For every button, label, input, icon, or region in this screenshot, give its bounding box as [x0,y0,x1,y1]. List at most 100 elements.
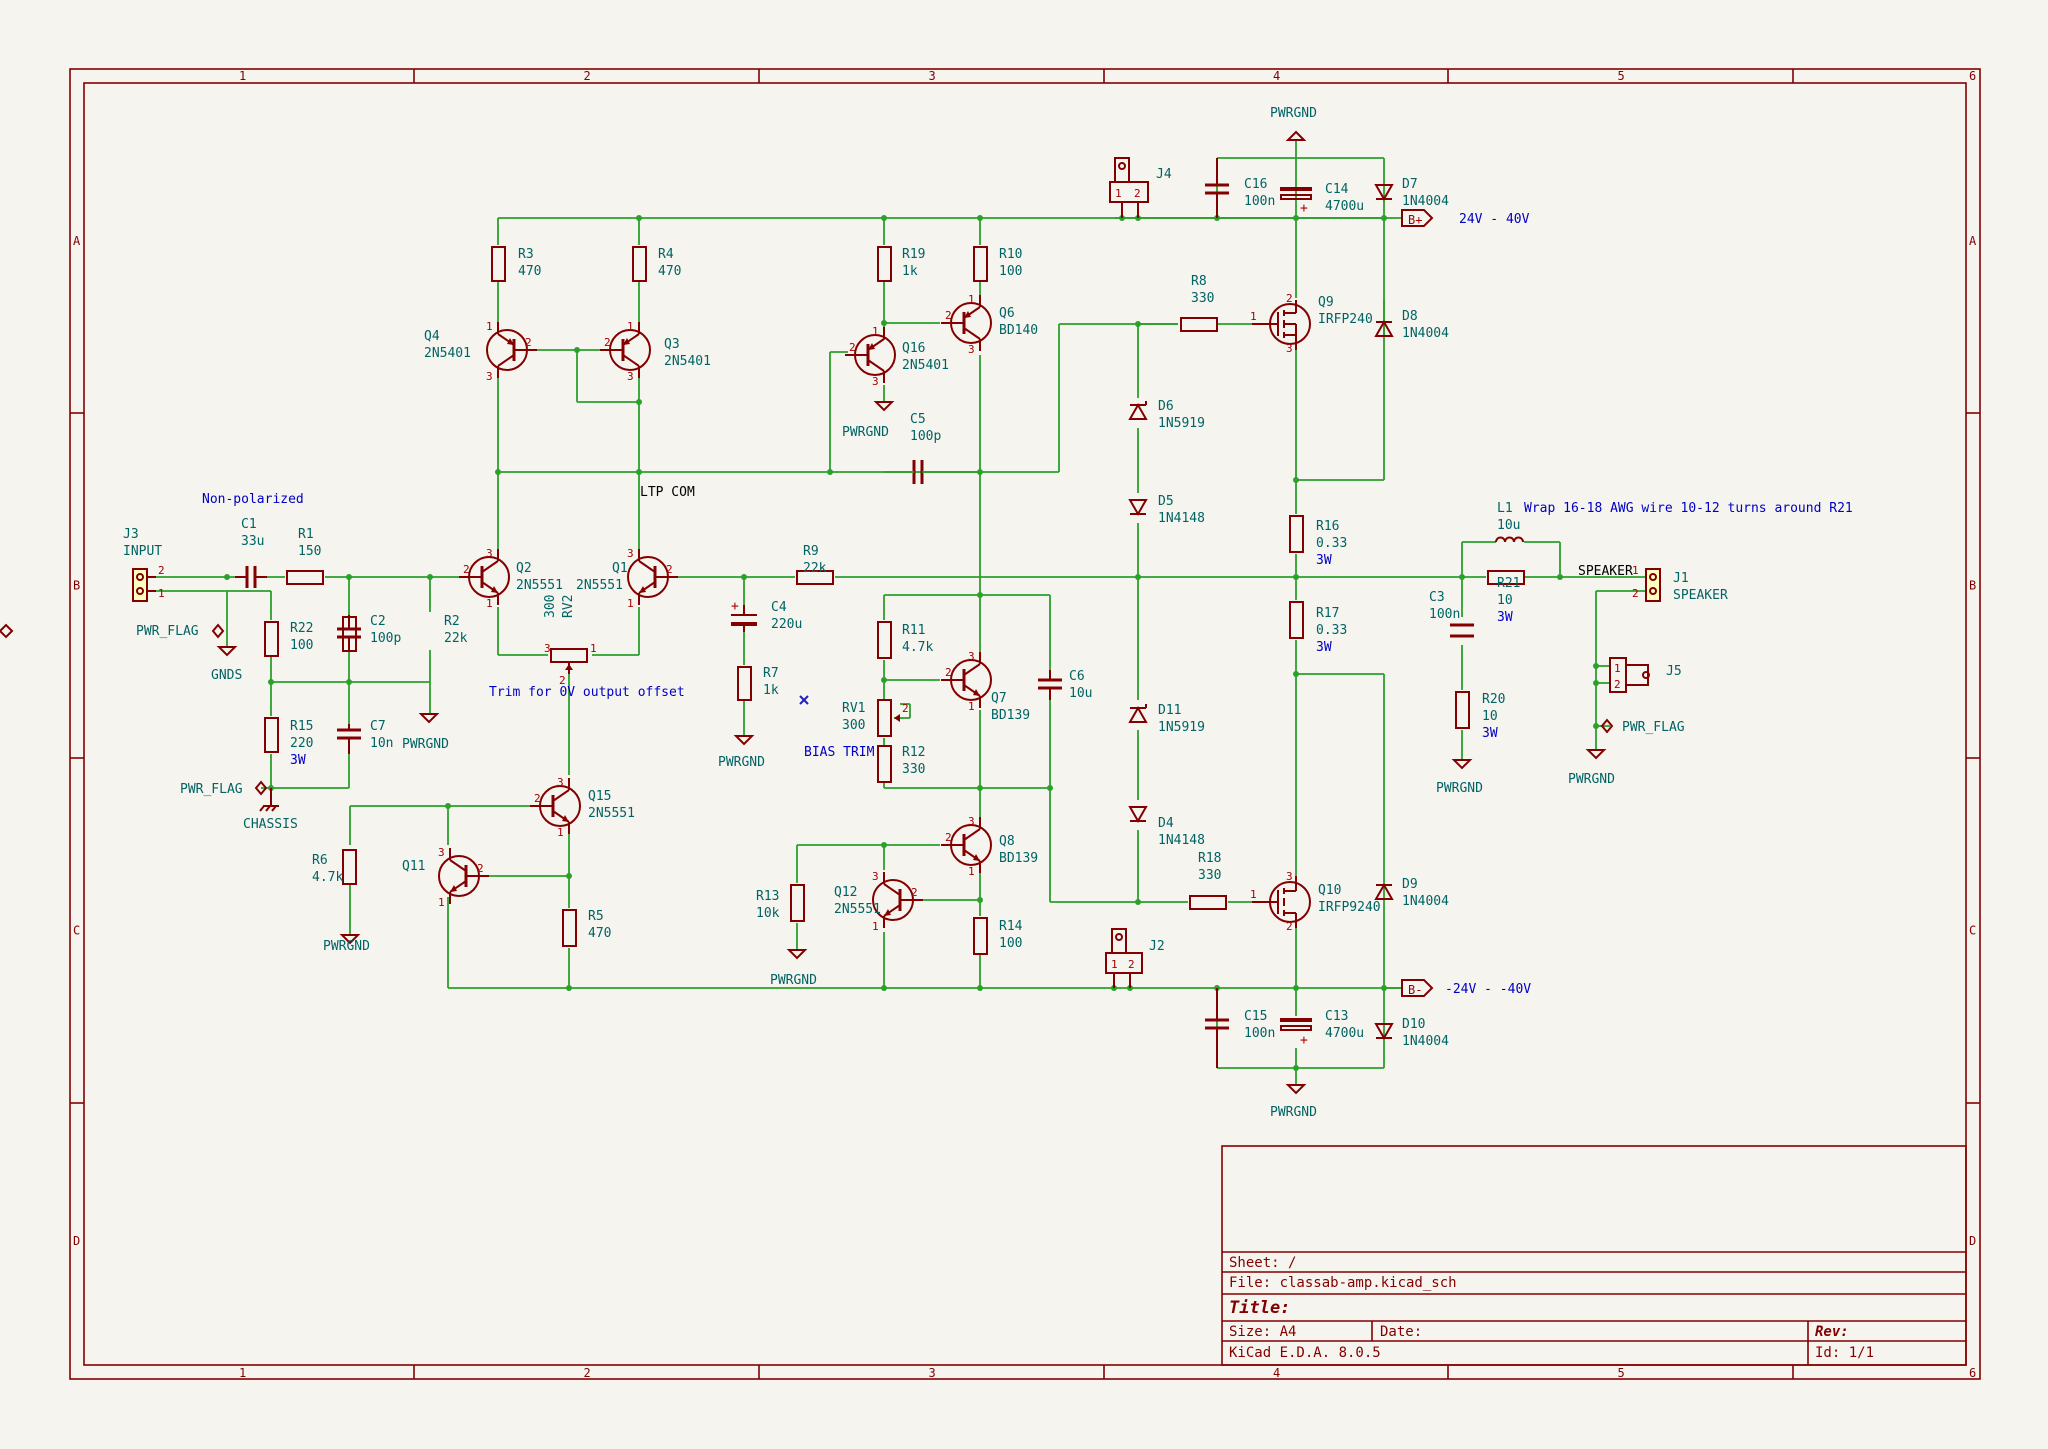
ref-C7: C7 [370,719,386,734]
transistor-Q3[interactable]: 213 [600,320,651,383]
value-D11: 1N5919 [1158,720,1205,735]
svg-text:1: 1 [627,320,634,333]
capacitor-C5[interactable] [884,460,980,484]
inductor-L1[interactable] [1495,536,1524,543]
svg-text:3: 3 [968,343,975,356]
potentiometer-RV1[interactable]: 2 [877,699,909,737]
capacitor-C6[interactable] [1038,670,1062,700]
ref-D7: D7 [1402,177,1418,192]
ref-D8: D8 [1402,309,1418,324]
resistor-R6[interactable] [342,849,357,885]
power-R21: 3W [1497,610,1513,625]
capacitor-C4[interactable]: + [731,599,757,632]
svg-text:1: 1 [968,700,975,713]
ref-R3: R3 [518,247,534,262]
capacitor-C1[interactable] [235,566,267,588]
resistor-R19[interactable] [877,246,892,282]
ref-R1: R1 [298,527,314,542]
diode-D8[interactable] [1374,319,1394,337]
resistor-R20[interactable] [1455,691,1470,729]
capacitor-C16[interactable] [1205,158,1229,218]
value-R16: 0.33 [1316,536,1347,551]
tb-file: File: classab-amp.kicad_sch [1229,1275,1457,1291]
zone-col-top: 2 [584,69,591,83]
transistor-Q16[interactable]: 213 [845,325,896,388]
resistor-R16[interactable] [1289,515,1304,553]
resistor-R4[interactable] [632,246,647,282]
value-L1: 10u [1497,518,1520,533]
diode-D7[interactable] [1374,184,1394,202]
resistor-R3[interactable] [491,246,506,282]
ref-Q6: Q6 [999,306,1015,321]
capacitor-C15[interactable] [1205,988,1229,1068]
resistor-R13[interactable] [790,884,805,922]
connector-J3[interactable]: 21 [132,564,165,602]
ref-R16: R16 [1316,519,1339,534]
resistor-R17[interactable] [1289,601,1304,639]
transistor-Q8[interactable]: 231 [941,815,992,878]
transistor-Q1[interactable]: 231 [627,547,678,610]
diode-D10[interactable] [1374,1023,1394,1041]
resistor-R7[interactable] [737,666,752,701]
ref-D9: D9 [1402,877,1418,892]
capacitor-C3[interactable] [1450,623,1474,638]
resistor-R14[interactable] [973,917,988,955]
diode-D4[interactable] [1128,806,1148,824]
zone-row-right: C [1969,924,1976,938]
transistor-Q7[interactable]: 231 [941,650,992,713]
transistor-Q6[interactable]: 213 [941,293,992,356]
resistor-R9[interactable] [796,570,834,585]
ref-R15: R15 [290,719,313,734]
junctions [224,215,1599,1071]
transistor-Q11[interactable]: 231 [438,846,489,909]
resistor-R21[interactable] [1487,570,1525,585]
resistor-R12[interactable] [877,745,892,783]
resistor-R15[interactable] [264,717,279,753]
capacitor-C2[interactable] [337,615,361,651]
mosfet-Q10[interactable]: 132 [1250,870,1311,933]
zone-row-right: A [1969,234,1977,248]
connector-J5[interactable]: 12 [1609,657,1650,693]
resistor-R5[interactable] [562,909,577,947]
zone-col-top: 1 [239,69,246,83]
capacitor-C13[interactable]: + [1280,1018,1312,1048]
diode-D6[interactable] [1128,401,1148,420]
ref-Q11: Q11 [402,859,425,874]
diode-D11[interactable] [1128,704,1148,723]
zone-col-top: 4 [1273,69,1280,83]
resistor-R10[interactable] [973,246,988,282]
resistor-R11[interactable] [877,621,892,659]
tb-date: Date: [1380,1324,1422,1340]
transistor-Q2[interactable]: 231 [459,547,510,610]
resistor-R1[interactable] [286,570,324,585]
connector-J1[interactable]: 12 [1632,564,1661,602]
transistor-Q15[interactable]: 231 [530,776,581,839]
capacitor-C14[interactable]: + [1280,187,1312,216]
resistor-R22[interactable] [264,621,279,657]
mosfet-Q9[interactable]: 123 [1250,292,1311,355]
capacitor-C7[interactable] [337,724,361,754]
ref-R6: R6 [312,853,328,868]
svg-text:3: 3 [627,370,634,383]
resistor-R18[interactable] [1189,895,1227,910]
resistor-R8[interactable] [1180,317,1218,332]
diode-D9[interactable] [1374,882,1394,900]
svg-text:PWRGND: PWRGND [1568,772,1615,787]
diode-D5[interactable] [1128,499,1148,517]
label-J2: J2 [1149,939,1165,954]
transistor-Q12[interactable]: 231 [872,870,923,933]
transistor-Q4[interactable]: 213 [486,320,537,383]
ref-C15: C15 [1244,1009,1267,1024]
ref-R19: R19 [902,247,925,262]
